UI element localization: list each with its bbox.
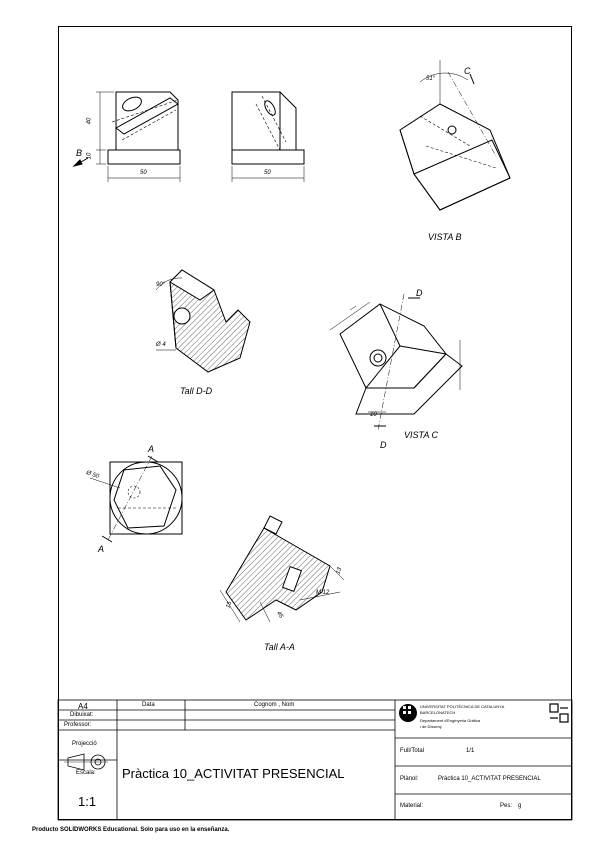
circle-view (89, 455, 183, 543)
tall-aa-label: Tall A-A (264, 642, 295, 652)
department-line1: Departament d'Enginyeria Gràfica (420, 718, 481, 723)
upc-logo-icon (399, 704, 417, 722)
escala-value: 1:1 (78, 794, 97, 809)
front-dim-10: 10 (86, 152, 93, 160)
planol-label: Plànol: (400, 776, 419, 782)
arrow-b-label: B (76, 148, 83, 158)
footer-notice: Producto SOLIDWORKS Educational. Solo pa… (32, 827, 230, 833)
university-line2: BARCELONATECH (420, 710, 456, 715)
drawing-sheet-border (58, 26, 572, 820)
vista-b-label: VISTA B (428, 232, 462, 242)
pes-label: Pes: (500, 803, 513, 809)
university-line1: UNIVERSITAT POLITÈCNICA DE CATALUNYA (420, 704, 505, 709)
full-total-value: 1/1 (466, 748, 475, 754)
tall-aa-section (219, 515, 345, 623)
front-view (72, 91, 181, 182)
arrow-d-top-label: D (416, 288, 423, 298)
dibuixat-label: Dibuixat: (70, 712, 94, 718)
drawing-title: Pràctica 10_ACTIVITAT PRESENCIAL (122, 766, 345, 781)
front-dim-50: 50 (140, 170, 147, 176)
side-dim-50: 50 (264, 170, 271, 176)
pes-value: g (518, 803, 522, 809)
date-header: Data (142, 702, 155, 708)
full-total-label: Full/Total (400, 748, 425, 754)
vista-b (399, 60, 511, 211)
arrow-d-bottom-label: D (380, 440, 387, 450)
material-label: Material: (400, 803, 424, 809)
vista-b-angle: 51° (426, 76, 436, 82)
front-dim-40: 40 (86, 117, 93, 125)
department-line2: i de Disseny (420, 724, 442, 729)
projection-symbol (64, 753, 108, 771)
tall-aa-m12: M 12 (316, 590, 330, 596)
tall-dd-section (155, 269, 251, 373)
arrow-a-top-label: A (148, 444, 155, 454)
vista-c-label: VISTA C (404, 430, 439, 440)
projeccio-label: Projecció (72, 741, 97, 747)
side-view (231, 91, 305, 182)
name-header: Cognom , Nom (254, 702, 295, 708)
vista-c-dim-10: 10 (370, 412, 377, 418)
format-label: A4 (78, 702, 88, 711)
title-block-grid (57, 699, 573, 821)
vista-c (329, 293, 463, 431)
professor-label: Professor: (64, 722, 92, 728)
planol-value: Pràctica 10_ACTIVITAT PRESENCIAL (438, 776, 541, 782)
tall-dd-label: Tall D-D (180, 386, 213, 396)
arrow-a-bottom-label: A (98, 544, 105, 554)
escala-label: Escala: (76, 770, 96, 776)
tall-dd-angle: 90° (156, 282, 166, 288)
tall-dd-diameter: Ø 4 (156, 342, 166, 348)
etseib-logo-icon (549, 703, 569, 723)
arrow-c-label: C (464, 66, 471, 76)
